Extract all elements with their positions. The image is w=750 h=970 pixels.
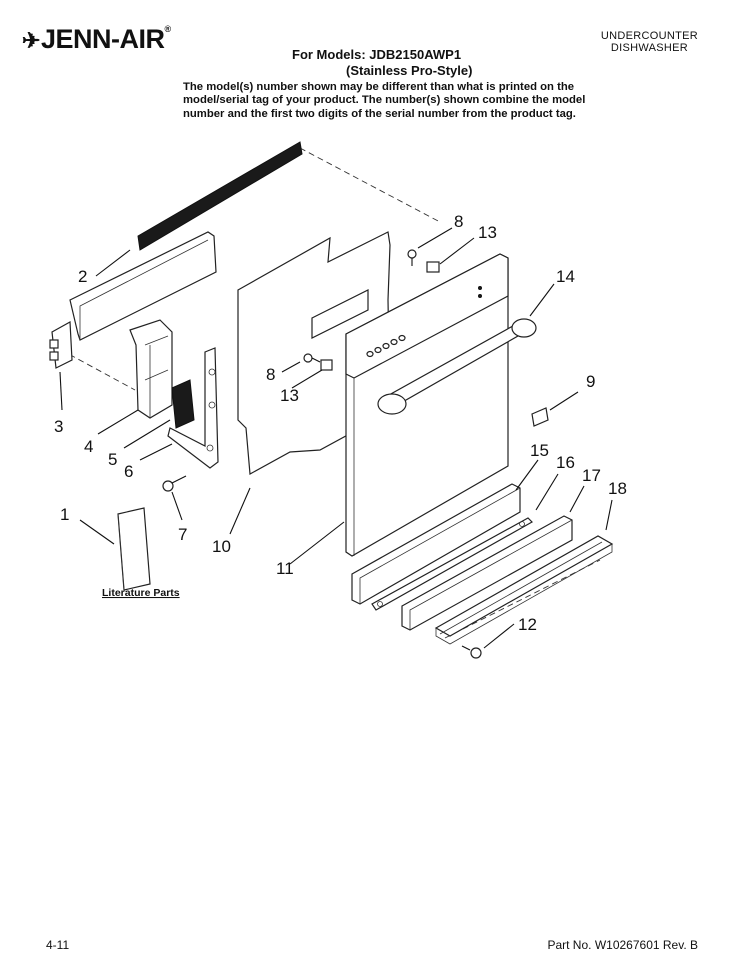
callout-13-mid: 13 bbox=[280, 386, 299, 405]
callout-5: 5 bbox=[108, 450, 117, 469]
leader-6 bbox=[139, 443, 173, 461]
part-10-cutout bbox=[311, 289, 369, 339]
part-11-control-buttons bbox=[366, 286, 482, 358]
leader-9 bbox=[549, 391, 579, 411]
callout-1: 1 bbox=[60, 505, 69, 524]
category-line-1: UNDERCOUNTER bbox=[600, 30, 698, 42]
note-line-1: The model(s) number shown may be differe… bbox=[183, 81, 575, 93]
part-17-edge bbox=[409, 519, 573, 630]
part-1-literature-edge bbox=[117, 513, 125, 591]
part-7-screw bbox=[162, 475, 187, 492]
brand-name: JENN-AIR bbox=[40, 24, 165, 54]
callout-8-top: 8 bbox=[454, 212, 463, 231]
literature-parts-label: Literature Parts bbox=[102, 587, 180, 599]
part-18-lip bbox=[435, 541, 613, 645]
part-6-hole-3 bbox=[206, 444, 214, 452]
part-2-channel-edge bbox=[79, 239, 209, 340]
part-8-screw-mid bbox=[303, 353, 321, 363]
part-14-handle bbox=[377, 318, 537, 415]
leader-15 bbox=[515, 459, 539, 491]
callout-13-top: 13 bbox=[478, 223, 497, 242]
part-15-kick-strip bbox=[351, 483, 521, 605]
part-4-insulation-block bbox=[129, 319, 173, 419]
leader-3 bbox=[59, 371, 63, 411]
callout-17: 17 bbox=[582, 466, 601, 485]
part-4-block-detail bbox=[144, 335, 169, 418]
leader-2 bbox=[95, 249, 131, 277]
part-12-screw bbox=[461, 645, 482, 659]
leader-17 bbox=[569, 485, 585, 513]
leader-8b bbox=[281, 361, 301, 373]
note-line-3: number and the first two digits of the s… bbox=[183, 107, 576, 120]
callout-10: 10 bbox=[212, 537, 231, 556]
leader-4 bbox=[97, 409, 139, 435]
leader-1 bbox=[79, 519, 115, 545]
leader-12 bbox=[483, 623, 515, 649]
part-16-hole-right bbox=[519, 521, 525, 527]
part-number: Part No. W10267601 Rev. B bbox=[547, 938, 698, 952]
callout-6: 6 bbox=[124, 462, 133, 481]
callout-11: 11 bbox=[276, 559, 294, 578]
part-8-screw-top bbox=[407, 249, 417, 266]
part-15-edge bbox=[359, 487, 521, 604]
callout-18: 18 bbox=[608, 479, 627, 498]
leader-16 bbox=[535, 473, 559, 511]
models-variant: (Stainless Pro-Style) bbox=[346, 63, 473, 78]
part-5-pad bbox=[171, 379, 195, 429]
part-2-top-channel bbox=[69, 231, 217, 341]
leader-18 bbox=[605, 499, 613, 531]
leader-7 bbox=[171, 491, 183, 521]
leader-11 bbox=[289, 521, 345, 565]
leader-10 bbox=[229, 487, 251, 535]
brand-mark-icon: ✈ bbox=[22, 28, 40, 53]
registered-icon: ® bbox=[164, 24, 171, 34]
callout-12: 12 bbox=[518, 615, 537, 634]
part-16-inner-strip bbox=[371, 517, 533, 611]
callout-7: 7 bbox=[178, 525, 187, 544]
model-note: The model(s) number shown may be differe… bbox=[183, 81, 603, 121]
callout-15: 15 bbox=[530, 441, 549, 460]
callout-16: 16 bbox=[556, 453, 575, 472]
page-number: 4-11 bbox=[46, 938, 70, 952]
part-9-label bbox=[531, 407, 549, 427]
callout-8-mid: 8 bbox=[266, 365, 275, 384]
brand-logo: ✈JENN-AIR® bbox=[22, 24, 171, 55]
assembly-line-bottom bbox=[444, 559, 601, 639]
models-title: For Models: JDB2150AWP1 bbox=[292, 47, 462, 62]
part-16-hole-left bbox=[377, 601, 383, 607]
leader-13b bbox=[291, 369, 323, 389]
category-line-2: DISHWASHER bbox=[610, 42, 689, 54]
leader-14 bbox=[529, 283, 555, 317]
part-2-gasket-strip bbox=[137, 141, 303, 251]
callout-4: 4 bbox=[84, 437, 93, 456]
product-category: UNDERCOUNTER DISHWASHER bbox=[601, 30, 698, 54]
callout-2: 2 bbox=[78, 267, 87, 286]
part-3-tab-b bbox=[49, 351, 59, 361]
callout-3: 3 bbox=[54, 417, 63, 436]
part-6-hole-2 bbox=[208, 401, 216, 409]
part-13-clip-mid bbox=[320, 359, 333, 371]
note-line-2: model/serial tag of your product. The nu… bbox=[183, 94, 586, 107]
leader-8a bbox=[417, 227, 453, 249]
leader-13a bbox=[439, 237, 475, 265]
part-6-hinge-bracket bbox=[167, 347, 219, 469]
part-17-toe-panel bbox=[401, 515, 573, 631]
part-6-hole-1 bbox=[208, 368, 216, 376]
part-3-tab-a bbox=[49, 339, 59, 349]
part-13-clip-top bbox=[426, 261, 440, 273]
leader-5 bbox=[123, 419, 171, 449]
callout-14: 14 bbox=[556, 267, 575, 286]
assembly-line-top bbox=[299, 147, 441, 223]
callout-9: 9 bbox=[586, 372, 595, 391]
